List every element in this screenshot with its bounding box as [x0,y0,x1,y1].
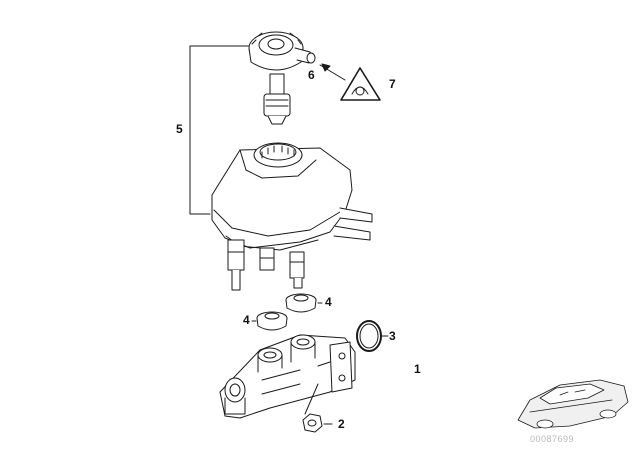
o-ring [356,320,389,352]
grommet-upper [285,293,323,313]
callout-3: 3 [389,329,396,343]
brake-fluid-reservoir [211,142,373,291]
warning-triangle-icon [340,67,381,101]
leader-lines [304,383,319,415]
hex-nut [302,413,333,433]
callout-5: 5 [176,122,183,136]
callout-1: 1 [414,362,421,376]
callout-4-lower: 4 [243,313,250,327]
arrow-item-6-to-7 [319,63,346,81]
reservoir-cap [248,31,316,125]
reference-number: 00087699 [530,434,575,444]
brake-master-cylinder [219,334,356,419]
bracket-item-5 [189,45,251,215]
callout-6: 6 [308,68,315,82]
grommet-lower [251,311,288,331]
vehicle-thumbnail [517,379,629,429]
callout-4-upper: 4 [325,295,332,309]
callout-2: 2 [338,417,345,431]
callout-7: 7 [389,77,396,91]
